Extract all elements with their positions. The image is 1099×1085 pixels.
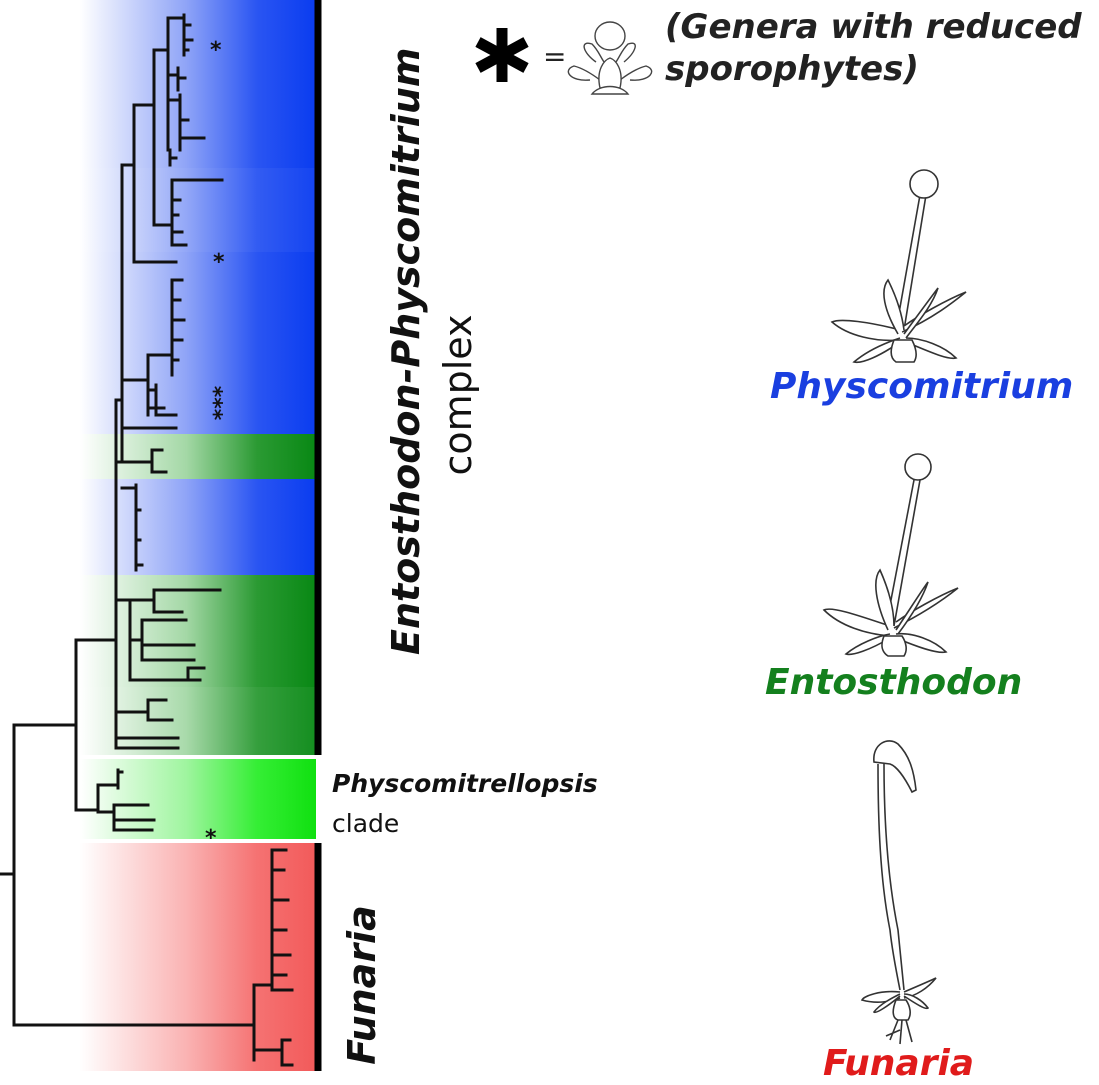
complex-clade-suffix: complex xyxy=(436,314,480,476)
band-physcomitrium-2 xyxy=(80,168,316,252)
genus-physcomitrium-caption: Physcomitrium xyxy=(770,366,1074,407)
band-physcomitrium-3 xyxy=(80,252,316,434)
genus-funaria-caption: Funaria xyxy=(823,1043,975,1084)
legend-equals: = xyxy=(543,40,567,73)
reduced-marker-3: *** xyxy=(210,385,235,421)
entosthodon-moss-icon xyxy=(822,453,959,657)
tree-clade-third xyxy=(120,278,186,430)
legend-description: (Genera with reduced sporophytes) xyxy=(665,7,1082,89)
physcomitrellopsis-suffix: clade xyxy=(332,809,400,838)
band-funaria xyxy=(80,843,316,1071)
physcomitrium-moss-icon xyxy=(830,169,967,364)
funaria-clade-label: Funaria xyxy=(340,905,384,1065)
funaria-moss-icon xyxy=(860,740,937,1045)
clade-bands xyxy=(80,0,316,1071)
tree-ingroup xyxy=(74,638,118,812)
reduced-sporophyte-moss-icon xyxy=(567,21,653,95)
tree-green-small xyxy=(114,448,168,474)
complex-clade-label: Entosthodon-Physcomitrium complex xyxy=(380,47,500,655)
tree-clade-top xyxy=(166,13,206,167)
tree-physcomitrellopsis xyxy=(96,768,156,832)
physcomitrellopsis-name: Physcomitrellopsis xyxy=(332,769,598,798)
band-physcomitrium-4 xyxy=(80,479,316,575)
tree-blue-fourth xyxy=(120,483,144,572)
band-physcomitrium-1 xyxy=(80,0,316,168)
tree-entosthodon-lower xyxy=(114,698,180,750)
complex-clade-name: Entosthodon-Physcomitrium xyxy=(384,47,428,655)
tree-clade-second xyxy=(152,178,224,247)
reduced-marker-4: * xyxy=(205,826,217,851)
reduced-marker-2: * xyxy=(213,250,225,275)
tree-entosthodon xyxy=(114,588,222,682)
phylogenetic-tree xyxy=(0,13,294,1067)
genus-entosthodon-caption: Entosthodon xyxy=(765,662,1023,703)
legend-asterisk-icon xyxy=(475,28,529,82)
reduced-marker-1: * xyxy=(210,38,222,63)
tree-backbone xyxy=(114,48,170,750)
tree-root xyxy=(0,723,256,1027)
physcomitrellopsis-clade-label: Physcomitrellopsis clade xyxy=(332,764,632,844)
band-entosthodon-3 xyxy=(80,687,316,755)
tree-funaria xyxy=(252,848,294,1067)
band-entosthodon-1 xyxy=(80,434,316,479)
